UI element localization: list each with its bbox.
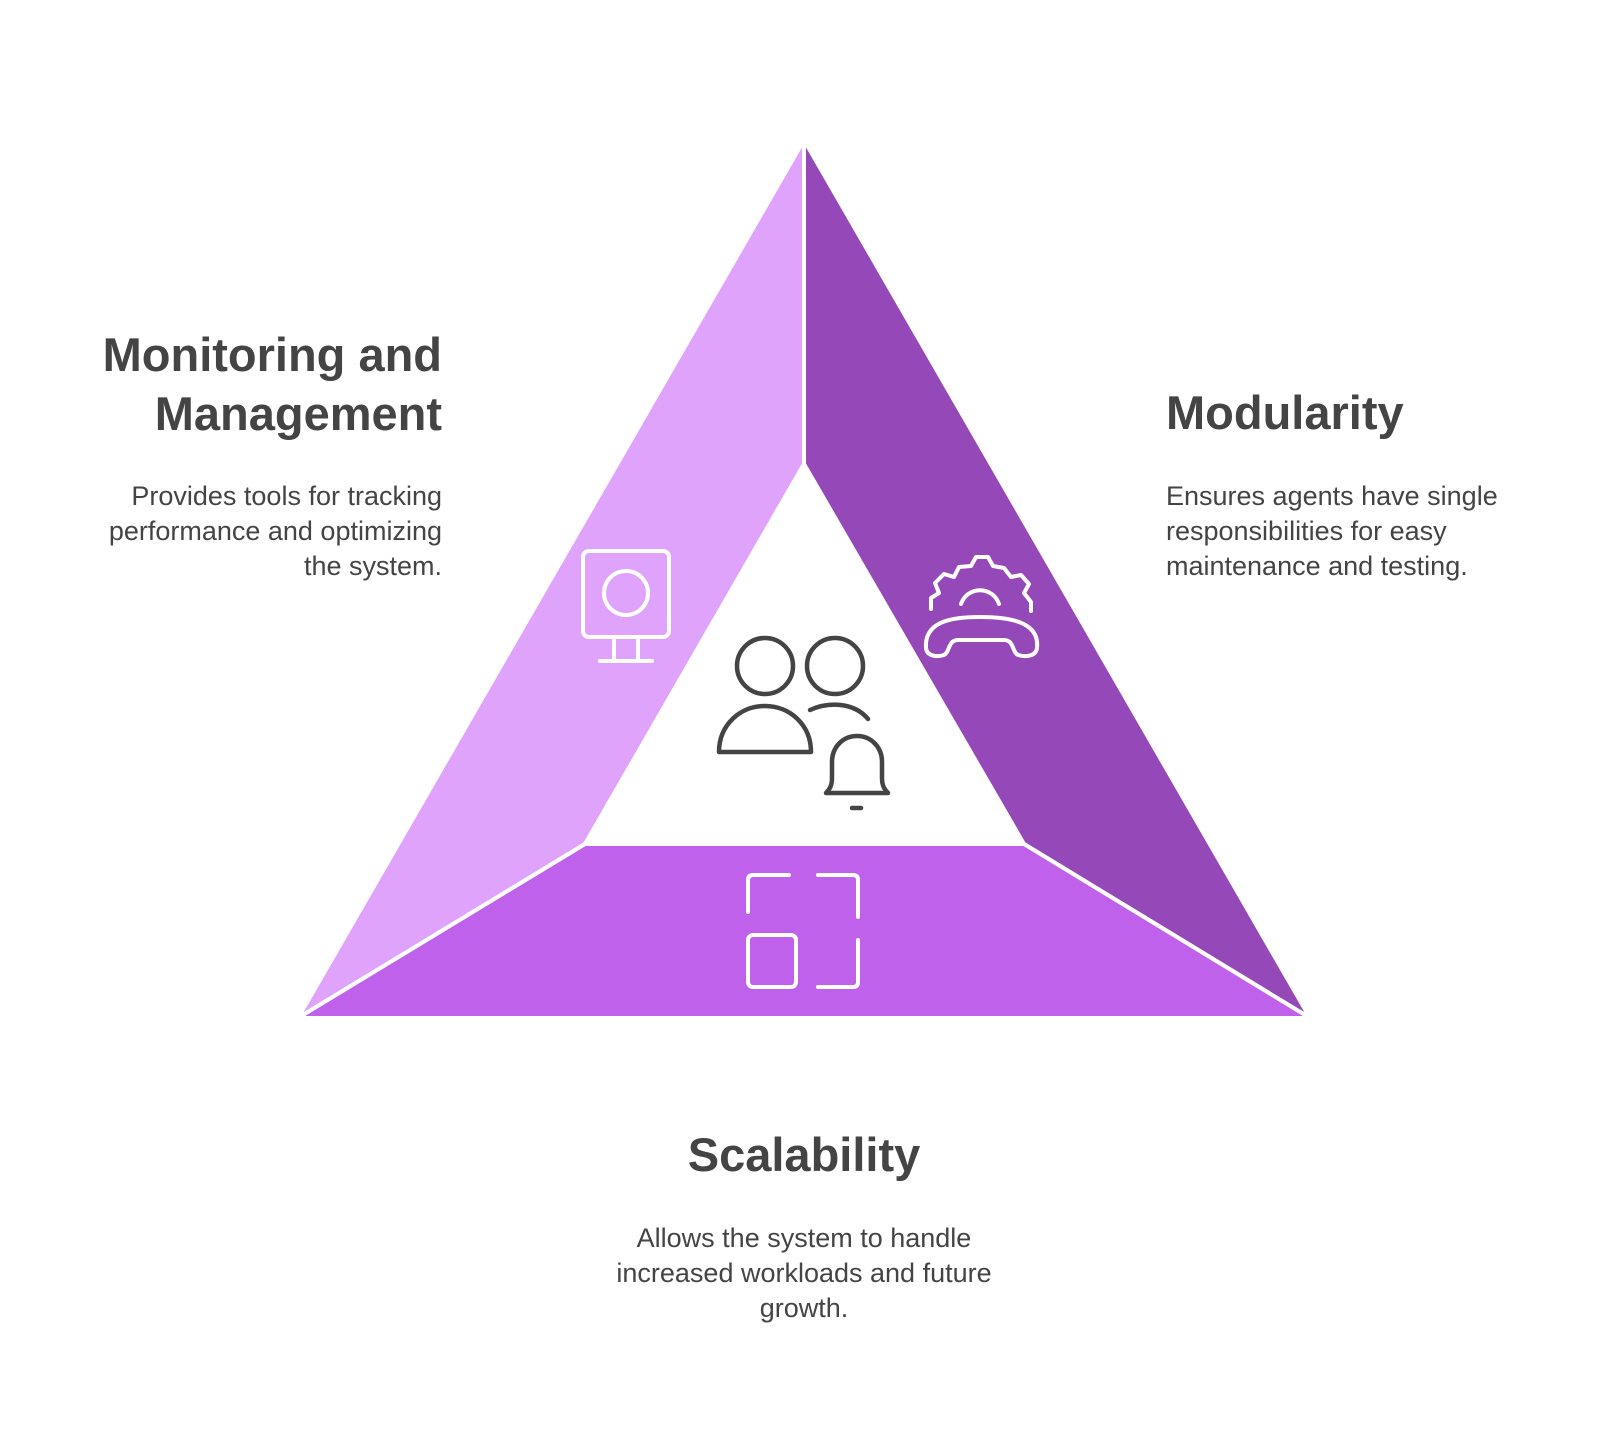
monitor-icon [581, 549, 671, 663]
monitoring-description: Provides tools for tracking performance … [109, 479, 442, 584]
monitoring-desc-line: performance and optimizing [108, 516, 442, 546]
monitoring-title: Monitoring and Management [103, 325, 442, 443]
segment-scalability [296, 842, 1312, 1020]
scalability-desc-line: Allows the system to handle [636, 1223, 972, 1253]
monitoring-title-line: Management [154, 387, 442, 440]
users-bell-icon [716, 635, 891, 811]
scalability-desc-line: growth. [759, 1293, 849, 1323]
gear-phone-icon [923, 555, 1040, 659]
monitoring-desc-line: Provides tools for tracking [131, 481, 442, 511]
modularity-desc-line: Ensures agents have single [1166, 481, 1498, 511]
expand-icon [746, 873, 860, 989]
modularity-desc-line: maintenance and testing. [1166, 551, 1468, 581]
scalability-description: Allows the system to handle increased wo… [550, 1221, 1058, 1326]
monitoring-title-line: Monitoring and [102, 328, 442, 381]
modularity-title: Modularity [1166, 386, 1404, 439]
scalability-title: Scalability [687, 1128, 921, 1181]
modularity-description: Ensures agents have single responsibilit… [1166, 479, 1498, 584]
modularity-desc-line: responsibilities for easy [1166, 516, 1447, 546]
scalability-desc-line: increased workloads and future [616, 1258, 992, 1288]
monitoring-desc-line: the system. [303, 551, 442, 581]
